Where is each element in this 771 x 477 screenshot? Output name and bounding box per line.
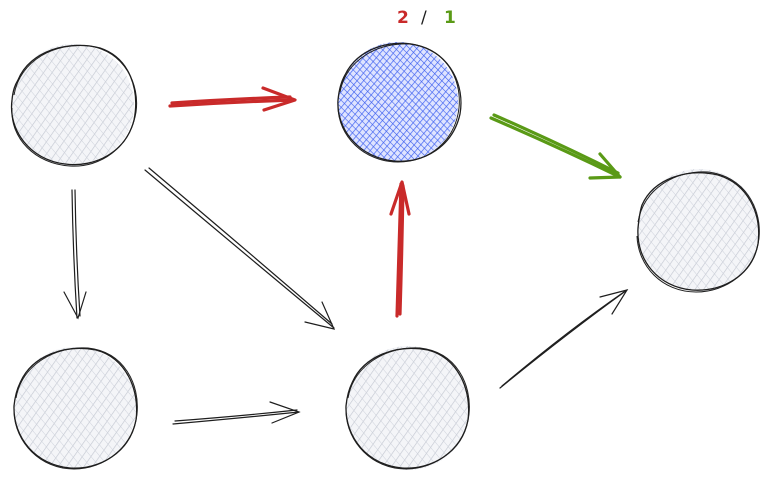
edge-bottom-center-to-right xyxy=(499,289,629,389)
node-right[interactable] xyxy=(636,169,760,293)
node-bottom-left[interactable] xyxy=(13,347,138,470)
in-degree-label: 2 xyxy=(397,8,409,28)
out-degree-label: 1 xyxy=(444,8,456,28)
node-top-center[interactable] xyxy=(337,42,462,163)
node-bottom-center[interactable] xyxy=(345,346,470,470)
edge-bottom-left-to-bottom-center xyxy=(172,401,301,425)
edge-top-left-to-bottom-left xyxy=(63,189,87,320)
edge-bottom-center-to-top-center xyxy=(389,180,411,318)
edge-top-left-to-bottom-center xyxy=(144,167,336,330)
edge-top-left-to-top-center xyxy=(168,86,297,112)
edge-top-center-to-right xyxy=(489,113,622,180)
degree-separator: / xyxy=(421,8,427,28)
node-top-left[interactable] xyxy=(10,44,138,167)
